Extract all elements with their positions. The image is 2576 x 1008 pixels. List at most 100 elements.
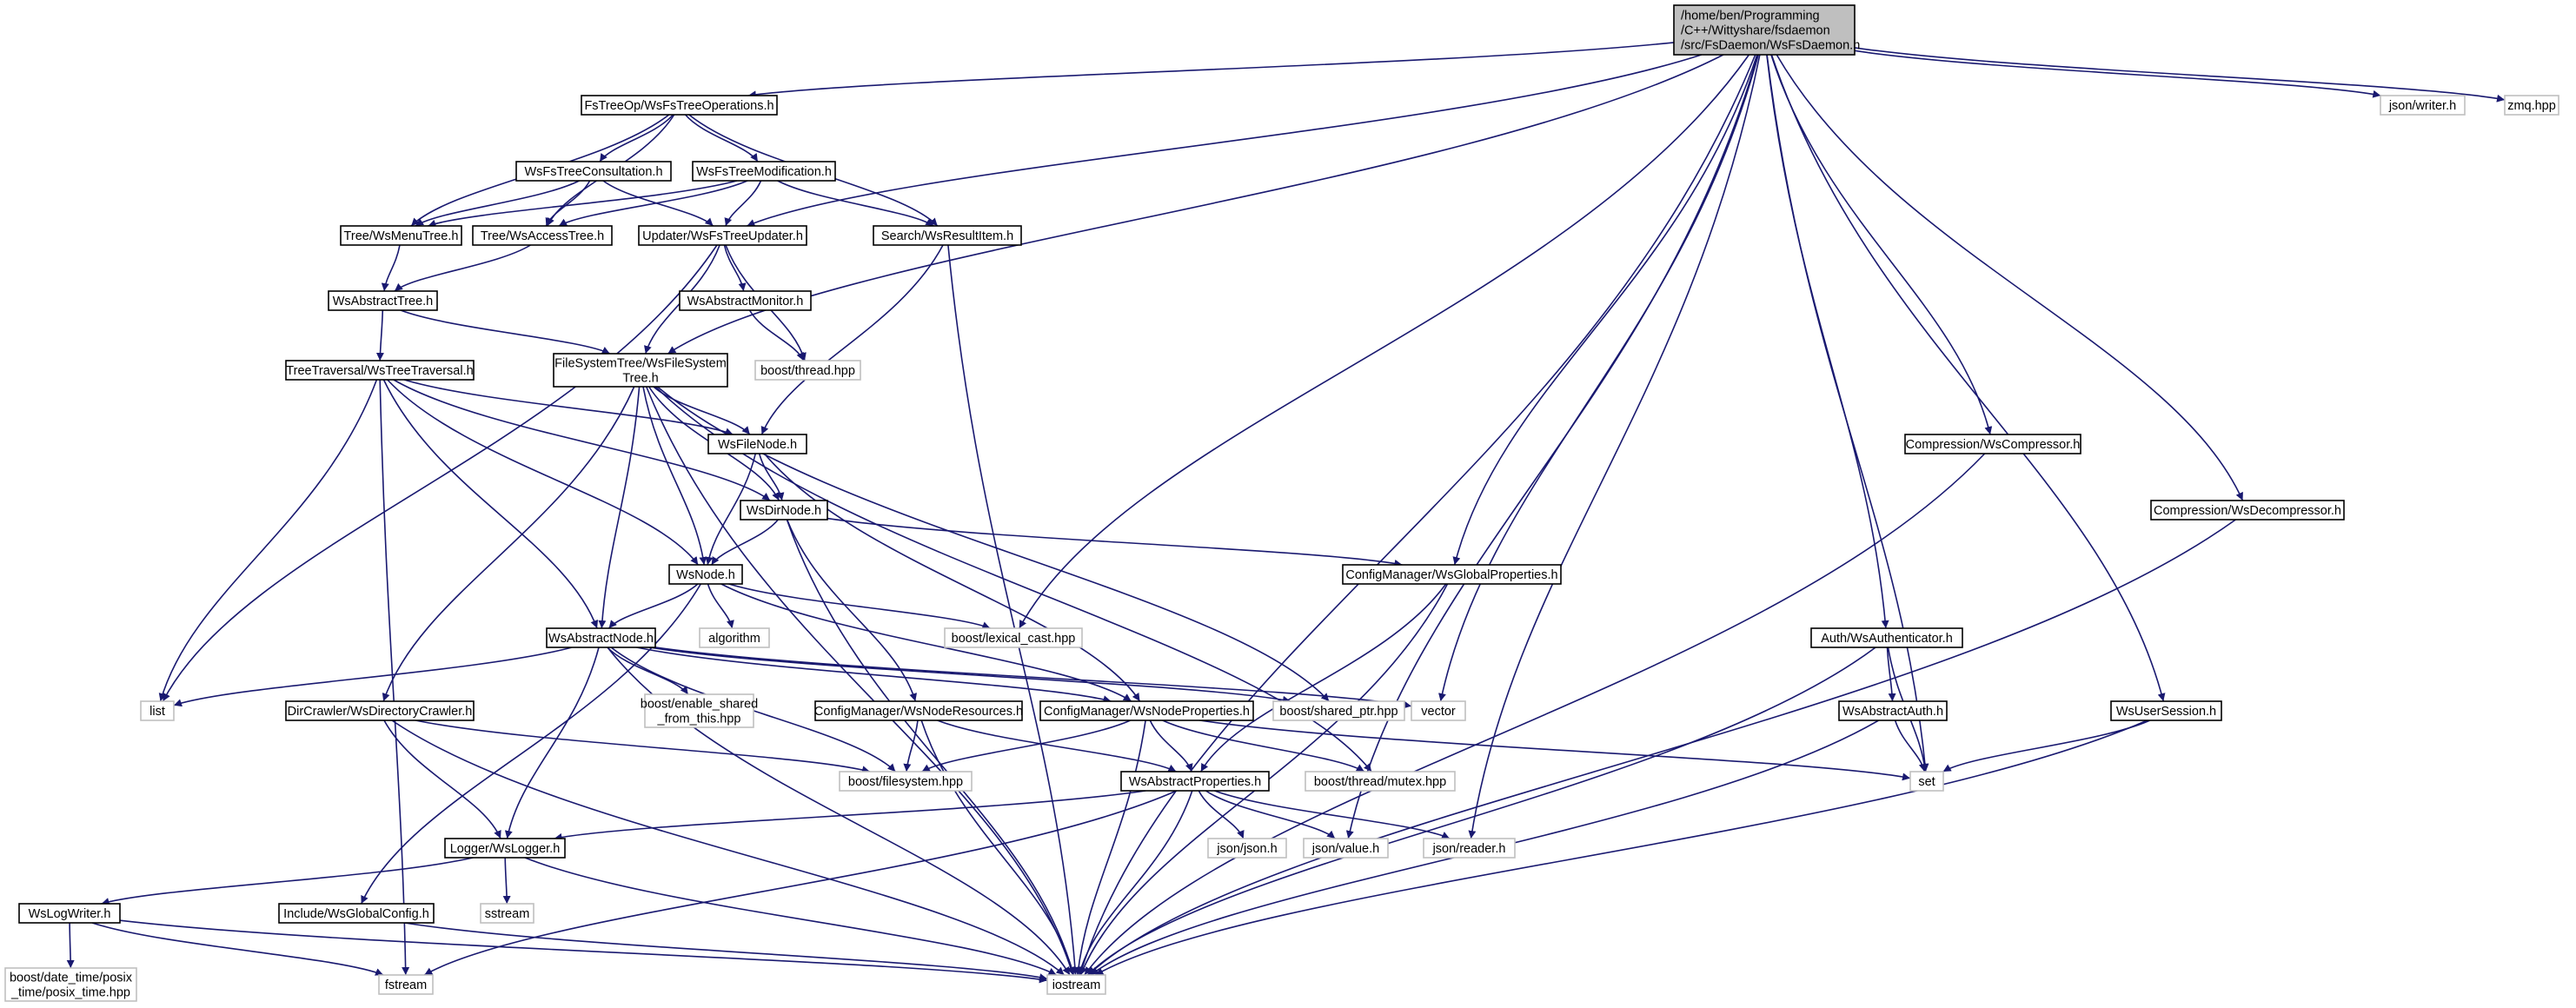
node-absmonitor[interactable]: WsAbstractMonitor.h — [679, 290, 812, 311]
edge-nodeproperties-to-filesystem — [921, 720, 1132, 773]
node-box-usersession — [2110, 700, 2222, 721]
node-menutree[interactable]: Tree/WsMenuTree.h — [340, 225, 462, 246]
node-label-sharedptr: boost/shared_ptr.hpp — [1279, 705, 1398, 719]
node-box-filesystemtree — [553, 353, 728, 388]
node-box-sstream — [480, 903, 534, 924]
node-box-zmq — [2504, 95, 2559, 116]
node-authenticator[interactable]: Auth/WsAuthenticator.h — [1810, 627, 1963, 648]
edge-logger-to-logwriter — [101, 857, 474, 905]
edge-logger-to-sstream — [502, 857, 511, 905]
edge-resultitem-to-filenode — [760, 244, 944, 435]
node-box-treetraversal — [285, 360, 475, 381]
node-label-datetime: boost/date_time/posix — [10, 971, 133, 985]
edge-globalprops-to-absprops — [1200, 583, 1447, 773]
edge-abstracttree-to-filesystemtree — [400, 309, 611, 355]
node-globalprops[interactable]: ConfigManager/WsGlobalProperties.h — [1342, 564, 1562, 585]
node-label-root: /home/ben/Programming — [1681, 9, 1820, 23]
node-label-sstream: sstream — [485, 907, 530, 921]
node-label-root: /src/FsDaemon/WsFsDaemon.h — [1681, 38, 1860, 52]
node-dircrawler[interactable]: DirCrawler/WsDirectoryCrawler.h — [285, 700, 475, 721]
node-label-filesystemtree: FileSystemTree/WsFileSystem — [554, 356, 727, 370]
node-abstractauth[interactable]: WsAbstractAuth.h — [1838, 700, 1948, 721]
edge-filesystemtree-to-filenode — [653, 386, 751, 435]
node-box-resultitem — [873, 225, 1022, 246]
node-box-list — [140, 700, 175, 721]
node-box-boostthread — [754, 360, 861, 381]
node-absprops[interactable]: WsAbstractProperties.h — [1120, 771, 1270, 792]
node-box-filesystem — [839, 771, 973, 792]
node-label-noderesources: ConfigManager/WsNodeResources.h — [814, 705, 1023, 719]
node-box-mutex — [1305, 771, 1456, 792]
node-datetime: boost/date_time/posix_time/posix_time.hp… — [4, 967, 137, 1002]
edge-abstractnode-to-filesystem — [610, 647, 896, 773]
node-box-fstreeops — [581, 95, 778, 116]
edge-abstracttree-to-treetraversal — [375, 309, 384, 361]
node-decompressor[interactable]: Compression/WsDecompressor.h — [2150, 500, 2345, 521]
edge-filenode-to-wsnode — [705, 453, 757, 566]
node-resultitem[interactable]: Search/WsResultItem.h — [873, 225, 1022, 246]
node-noderesources[interactable]: ConfigManager/WsNodeResources.h — [814, 700, 1023, 721]
node-label-dircrawler: DirCrawler/WsDirectoryCrawler.h — [288, 705, 473, 719]
node-logger[interactable]: Logger/WsLogger.h — [444, 838, 566, 859]
node-label-filesystemtree: Tree.h — [622, 371, 658, 385]
node-label-dirnode: WsDirNode.h — [747, 504, 821, 518]
node-updater[interactable]: Updater/WsFsTreeUpdater.h — [638, 225, 807, 246]
node-consult[interactable]: WsFsTreeConsultation.h — [515, 161, 672, 182]
node-box-absprops — [1120, 771, 1270, 792]
node-label-algorithm: algorithm — [708, 632, 760, 646]
edge-decompressor-to-iostream — [1087, 519, 2236, 976]
node-filenode[interactable]: WsFileNode.h — [707, 434, 807, 454]
edge-usersession-to-iostream — [1095, 720, 2148, 976]
node-label-enableshared: _from_this.hpp — [657, 712, 741, 726]
node-label-fstreeops: FsTreeOp/WsFsTreeOperations.h — [584, 99, 773, 113]
node-label-authenticator: Auth/WsAuthenticator.h — [1821, 632, 1953, 646]
node-box-absmonitor — [679, 290, 812, 311]
edge-abstractnode-to-sharedptr — [648, 647, 1291, 704]
edge-compressor-to-iostream — [1084, 453, 1986, 976]
edge-wsnode-to-globalconfig — [360, 583, 701, 905]
edge-usersession-to-set — [1942, 720, 2151, 773]
node-label-filenode: WsFileNode.h — [718, 438, 797, 452]
node-abstracttree[interactable]: WsAbstractTree.h — [328, 290, 438, 311]
edge-filesystemtree-to-abstractnode — [598, 386, 641, 629]
node-dirnode[interactable]: WsDirNode.h — [740, 500, 828, 521]
node-accesstree[interactable]: Tree/WsAccessTree.h — [472, 225, 613, 246]
node-label-vector: vector — [1421, 705, 1456, 719]
node-box-jsonjson — [1207, 838, 1287, 859]
edge-abstractnode-to-vector — [654, 647, 1412, 709]
node-fstreeops[interactable]: FsTreeOp/WsFsTreeOperations.h — [581, 95, 778, 116]
node-label-root: /C++/Wittyshare/fsdaemon — [1681, 23, 1830, 37]
node-box-dircrawler — [285, 700, 475, 721]
node-sharedptr: boost/shared_ptr.hpp — [1272, 700, 1405, 721]
node-modif[interactable]: WsFsTreeModification.h — [692, 161, 836, 182]
node-wsnode[interactable]: WsNode.h — [668, 564, 743, 585]
node-box-abstractnode — [546, 627, 656, 648]
edge-treetraversal-to-list — [158, 379, 378, 702]
node-nodeproperties[interactable]: ConfigManager/WsNodeProperties.h — [1039, 700, 1254, 721]
node-root[interactable]: /home/ben/Programming/C++/Wittyshare/fsd… — [1673, 4, 1860, 56]
node-box-wsnode — [668, 564, 743, 585]
edge-abstractnode-to-list — [173, 647, 573, 707]
node-compressor[interactable]: Compression/WsCompressor.h — [1904, 434, 2081, 454]
edge-noderesources-to-filesystem — [903, 720, 919, 773]
node-algorithm: algorithm — [699, 627, 770, 648]
node-treetraversal[interactable]: TreeTraversal/WsTreeTraversal.h — [285, 360, 475, 381]
node-abstractnode[interactable]: WsAbstractNode.h — [546, 627, 656, 648]
node-label-accesstree: Tree/WsAccessTree.h — [481, 229, 604, 243]
node-label-mutex: boost/thread/mutex.hpp — [1314, 775, 1446, 789]
edge-modif-to-updater — [724, 180, 762, 227]
node-label-jsonvalue: json/value.h — [1311, 842, 1379, 856]
node-label-lexicalcast: boost/lexical_cast.hpp — [952, 632, 1076, 646]
node-usersession[interactable]: WsUserSession.h — [2110, 700, 2222, 721]
node-label-wsnode: WsNode.h — [676, 568, 735, 582]
edge-root-to-usersession — [1770, 54, 2166, 702]
edge-absprops-to-jsonvalue — [1205, 790, 1336, 839]
node-label-enableshared: boost/enable_shared — [641, 697, 758, 711]
edge-root-to-zmq — [1854, 47, 2506, 103]
node-box-updater — [638, 225, 807, 246]
edge-root-to-jsonvalue — [1345, 54, 1759, 839]
edge-root-to-jsonreader — [1468, 54, 1761, 839]
node-globalconfig[interactable]: Include/WsGlobalConfig.h — [278, 903, 435, 924]
node-logwriter[interactable]: WsLogWriter.h — [18, 903, 121, 924]
